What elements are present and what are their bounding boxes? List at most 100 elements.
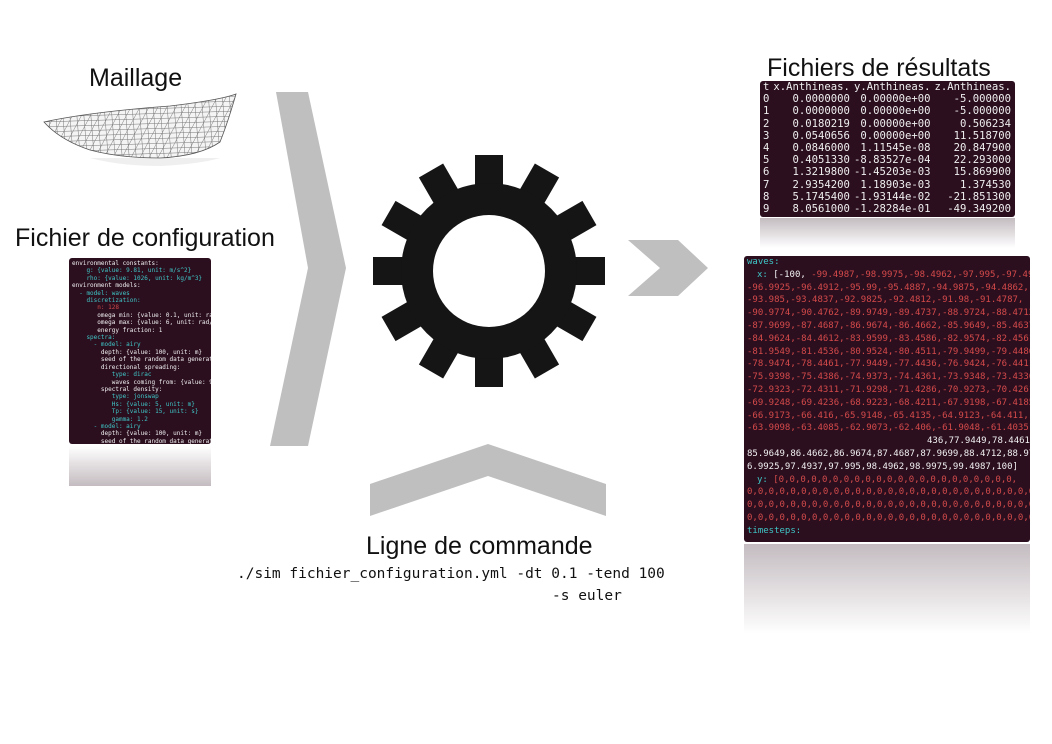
command-line-1: ./sim fichier_configuration.yml -dt 0.1 … xyxy=(237,566,665,582)
results-cell: 0.00000e+00 xyxy=(860,105,931,118)
config-line: omega min: {value: 0.1, unit: rad/s} xyxy=(97,311,211,319)
results-cell: 2.9354200 xyxy=(792,178,850,191)
results-cell: 4 xyxy=(763,142,770,155)
results-cell: 1 xyxy=(763,105,770,118)
waves-header: waves: xyxy=(747,257,780,267)
waves-x-end-line: 85.9649,86.4662,86.9674,87.4687,87.9699,… xyxy=(747,448,1030,459)
waves-timesteps-label: timesteps: xyxy=(747,525,802,536)
config-line: Tp: {value: 15, unit: s} xyxy=(72,408,199,416)
results-cell: 0.0846000 xyxy=(792,142,850,155)
results-cell: 9 xyxy=(763,203,770,216)
config-line: depth: {value: 100, unit: m} xyxy=(72,348,203,356)
results-cell: -5.000000 xyxy=(953,93,1012,106)
waves-x-line: -63.9098,-63.4085,-62.9073,-62.406,-61.9… xyxy=(747,423,1030,434)
results-cell: 3 xyxy=(763,129,770,142)
config-line: directional spreading: xyxy=(72,363,181,371)
config-label: Fichier de configuration xyxy=(15,224,275,252)
config-file-reflection xyxy=(69,446,211,486)
config-line: n: 128 xyxy=(72,304,119,312)
config-line: waves coming from: {value: 90, unit: deg… xyxy=(111,378,211,386)
waves-x-line: -99.4987,-98.9975,-98.4962,-97.995,-97.4… xyxy=(805,269,1030,280)
results-cell: 8 xyxy=(763,190,770,203)
command-label: Ligne de commande xyxy=(366,532,593,560)
results-cell: 20.847900 xyxy=(953,142,1012,155)
results-cell: -8.83527e-04 xyxy=(853,154,931,167)
results-cell: 8.0561000 xyxy=(792,203,850,216)
mesh-label: Maillage xyxy=(89,64,183,92)
chevron-right-icon xyxy=(270,92,346,446)
config-line: environment models: xyxy=(72,282,141,290)
results-cell: -1.93144e-02 xyxy=(853,190,931,203)
results-header-cell: z.Anthineas. xyxy=(934,81,1012,93)
results-cell: 15.869900 xyxy=(953,166,1012,179)
results-cell: 1.11545e-08 xyxy=(860,142,931,155)
results-cell: 0.00000e+00 xyxy=(860,117,931,130)
waves-y-line: 0,0,0,0,0,0,0,0,0,0,0,0,0,0,0,0,0,0,0,0,… xyxy=(747,512,1030,523)
results-cell: 0 xyxy=(763,93,770,106)
results-header-cell: x.Anthineas. xyxy=(773,81,850,93)
results-cell: 0.0000000 xyxy=(792,93,850,106)
results-cell: 1.374530 xyxy=(960,178,1012,191)
config-line: environmental constants: xyxy=(72,260,159,267)
waves-x-start: [-100, xyxy=(773,269,806,280)
results-cell: 2 xyxy=(763,117,770,130)
results-row: 4 0.0846000 1.11545e-08 20.847900 xyxy=(763,142,1013,154)
config-line: spectra: xyxy=(72,334,116,342)
arrow-right-icon xyxy=(628,240,708,296)
config-line: - model: airy xyxy=(72,422,141,430)
results-cell: 5 xyxy=(763,154,770,167)
chevron-up-icon xyxy=(370,444,606,516)
command-line-2: -s euler xyxy=(552,588,622,604)
waves-x-line: -84.9624,-84.4612,-83.9599,-83.4586,-82.… xyxy=(747,333,1030,344)
waves-x-line: -75.9398,-75.4386,-74.9373,-74.4361,-73.… xyxy=(747,372,1030,383)
results-cell: 6 xyxy=(763,166,770,179)
config-line: discretization: xyxy=(72,297,141,305)
results-cell: 0.00000e+00 xyxy=(860,129,931,142)
waves-x-line: -81.9549,-81.4536,-80.9524,-80.4511,-79.… xyxy=(747,346,1030,357)
waves-file-terminal: waves: x: [-100, -99.4987,-98.9975,-98.4… xyxy=(744,256,1030,542)
results-header-cell: t xyxy=(763,81,770,93)
results-table-reflection xyxy=(760,218,1015,248)
config-file-terminal: environmental constants: g: {value: 9.81… xyxy=(69,258,211,444)
waves-file-reflection xyxy=(744,544,1030,634)
waves-x-end-line: 6.9925,97.4937,97.995,98.4962,98.9975,99… xyxy=(747,461,1018,472)
results-cell: 22.293000 xyxy=(953,154,1012,167)
config-line: - model: airy xyxy=(72,341,141,349)
results-cell: 7 xyxy=(763,178,770,191)
config-line: gamma: 1.2 xyxy=(72,415,148,423)
waves-x-line: -66.9173,-66.416,-65.9148,-65.4135,-64.9… xyxy=(747,410,1029,421)
results-cell: -21.851300 xyxy=(947,190,1012,203)
config-line: seed of the random data generator: 1 xyxy=(100,437,211,444)
config-line: g: {value: 9.81, unit: m/s^2} xyxy=(72,267,192,275)
config-line: spectral density: xyxy=(72,385,163,393)
config-line: omega max: {value: 6, unit: rad/s} xyxy=(72,319,211,327)
results-cell: -1.28284e-01 xyxy=(853,203,931,216)
waves-x-line: -78.9474,-78.4461,-77.9449,-77.4436,-76.… xyxy=(747,359,1030,370)
config-line: type: dirac xyxy=(72,371,152,379)
results-row: 7 2.9354200 1.18903e-03 1.374530 xyxy=(763,179,1013,191)
config-line: rho: {value: 1026, unit: kg/m^3} xyxy=(72,274,203,282)
waves-x-line: -96.9925,-96.4912,-95.99,-95.4887,-94.98… xyxy=(747,282,1029,293)
waves-y-label: y: xyxy=(757,474,768,485)
results-cell: 1.18903e-03 xyxy=(860,178,931,191)
waves-x-line: -69.9248,-69.4236,-68.9223,-68.4211,-67.… xyxy=(747,397,1030,408)
waves-x-label: x: xyxy=(757,269,768,280)
waves-x-line: -72.9323,-72.4311,-71.9298,-71.4286,-70.… xyxy=(747,384,1030,395)
results-label: Fichiers de résultats xyxy=(767,54,991,82)
results-header-cell: y.Anthineas. xyxy=(853,81,931,93)
waves-y-line: 0,0,0,0,0,0,0,0,0,0,0,0,0,0,0,0,0,0,0,0,… xyxy=(747,487,1030,498)
results-cell: -1.45203e-03 xyxy=(853,166,931,179)
config-line: seed of the random data generator: 0 xyxy=(100,356,211,364)
waves-x-end-line: 436,77.9449,78.4461,78.9474,79.4486, xyxy=(927,436,1030,447)
results-cell: 11.518700 xyxy=(953,129,1012,142)
config-line: energy fraction: 1 xyxy=(72,326,163,334)
